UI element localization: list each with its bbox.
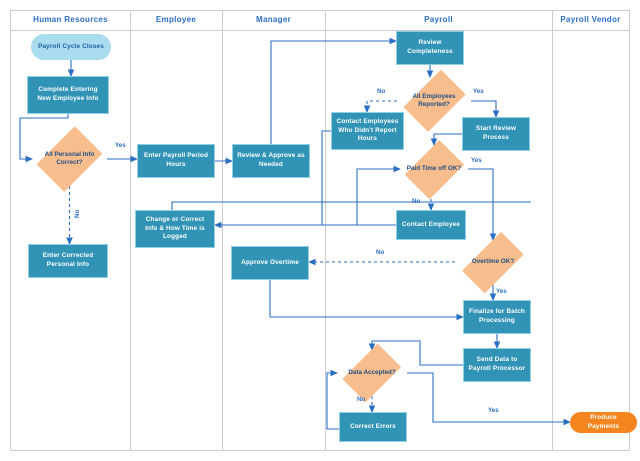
process-node-n8[interactable]: Approve Overtime xyxy=(231,246,309,280)
lane-header-divider xyxy=(11,30,629,31)
process-node-n14[interactable]: Contact Employee xyxy=(396,210,466,240)
process-node-n11[interactable]: Contact Employees Who Didn't Report Hour… xyxy=(331,112,404,150)
edge-label-e-yes-hr: Yes xyxy=(115,142,126,149)
edge-label-e-yes-overtime: Yes xyxy=(496,288,507,295)
lane-title-manager: Manager xyxy=(256,15,291,24)
lane-divider-manager xyxy=(222,10,223,451)
edge-label-e-no-allemp: No xyxy=(377,88,386,95)
start-node-n1[interactable]: Payroll Cycle Closes xyxy=(31,34,111,60)
lane-title-employee: Employee xyxy=(155,15,197,24)
decision-n10[interactable]: All Employees Reported? xyxy=(397,69,471,133)
process-node-n5[interactable]: Enter Payroll Period Hours xyxy=(137,144,215,178)
process-node-n2[interactable]: Complete Entering New Employee Info xyxy=(27,76,109,114)
decision-label: Paid Time off OK? xyxy=(406,164,462,172)
edge-label-e-yes-paidtime: Yes xyxy=(471,157,482,164)
edge-label-e-yes-allemp: Yes xyxy=(473,88,484,95)
decision-label: All Personal Info Correct? xyxy=(44,150,95,166)
process-node-n16[interactable]: Finalize for Batch Processing xyxy=(463,300,531,334)
process-node-n9[interactable]: Review Completeness xyxy=(396,31,464,65)
lane-title-vendor: Payroll Vendor xyxy=(560,15,621,24)
edge-label-e-no-overtime: No xyxy=(376,249,385,256)
decision-n3[interactable]: All Personal Info Correct? xyxy=(32,126,107,192)
process-node-n17[interactable]: Send Data to Payroll Processor xyxy=(463,348,531,382)
process-node-n19[interactable]: Correct Errors xyxy=(339,412,407,442)
edge-label-e-no-data: No xyxy=(357,396,366,403)
decision-label: All Employees Reported? xyxy=(412,92,456,108)
process-node-n7[interactable]: Review & Approve as Needed xyxy=(232,144,310,178)
process-node-n12[interactable]: Start Review Process xyxy=(462,117,530,151)
end-node-n20[interactable]: Produce Payments xyxy=(570,412,637,433)
lane-divider-vendor xyxy=(552,10,553,451)
lane-divider-employee xyxy=(130,10,131,451)
decision-label: Data Accepted? xyxy=(348,368,396,376)
edge-label-e-no-paidtime: No xyxy=(412,198,421,205)
lane-title-hr: Human Resources xyxy=(33,15,108,24)
edge-label-e-yes-data: Yes xyxy=(488,407,499,414)
decision-n15[interactable]: Overtime OK? xyxy=(455,231,531,293)
lane-divider-payroll xyxy=(325,10,326,451)
decision-n18[interactable]: Data Accepted? xyxy=(337,343,407,403)
process-node-n6[interactable]: Change or Correct Info & How Time is Log… xyxy=(135,210,215,248)
decision-label: Overtime OK? xyxy=(471,257,515,265)
edge-label-e-no-hr: No xyxy=(74,209,81,218)
decision-n13[interactable]: Paid Time off OK? xyxy=(400,139,468,199)
process-node-n4[interactable]: Enter Corrected Personal Info xyxy=(28,244,108,278)
lane-title-payroll: Payroll xyxy=(424,15,453,24)
